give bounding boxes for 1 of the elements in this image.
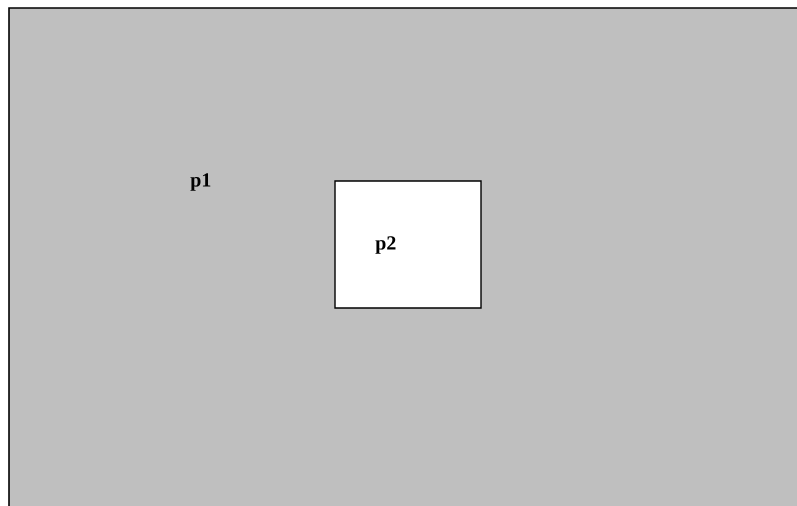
inner-box: p2 <box>334 180 482 309</box>
